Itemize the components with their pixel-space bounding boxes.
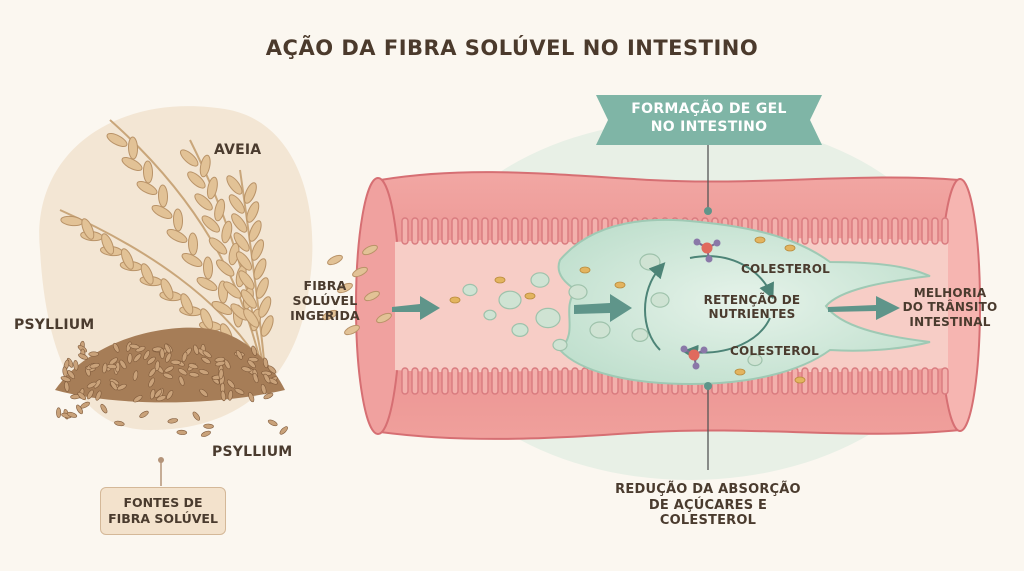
gel-banner-line: FORMAÇÃO DE GEL <box>596 101 822 119</box>
gel-formation-banner: FORMAÇÃO DE GEL NO INTESTINO <box>596 95 822 145</box>
label-reducao-absorcao: REDUÇÃO DA ABSORÇÃO DE AÇÚCARES E COLEST… <box>606 482 810 529</box>
label-aveia: AVEIA <box>214 142 261 159</box>
label-colesterol-bottom: COLESTEROL <box>730 344 819 358</box>
sources-box: FONTES DE FIBRA SOLÚVEL <box>100 487 226 535</box>
label-retencao-nutrientes: RETENÇÃO DE NUTRIENTES <box>696 293 808 322</box>
label-fibra-ingerida: FIBRA SOLÚVEL INGERIDA <box>287 278 363 323</box>
gel-banner-line: NO INTESTINO <box>596 119 822 137</box>
label-psyllium-bottom: PSYLLIUM <box>212 444 292 461</box>
page-title: AÇÃO DA FIBRA SOLÚVEL NO INTESTINO <box>0 36 1024 60</box>
label-colesterol-top: COLESTEROL <box>741 262 830 276</box>
label-psyllium-left: PSYLLIUM <box>14 317 94 334</box>
label-melhoria-transito: MELHORIA DO TRÂNSITO INTESTINAL <box>900 286 1000 329</box>
sources-line: FIBRA SOLÚVEL <box>108 511 218 527</box>
sources-line: FONTES DE <box>124 495 203 511</box>
